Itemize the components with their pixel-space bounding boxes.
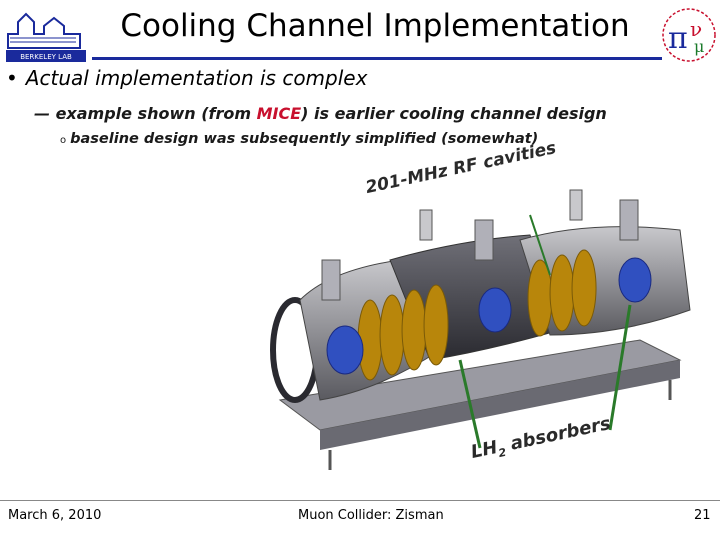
slide-title: Cooling Channel Implementation	[95, 6, 655, 46]
berkeley-lab-logo: BERKELEY LAB	[4, 4, 88, 66]
bullet-2: — example shown (from MICE) is earlier c…	[34, 104, 607, 123]
cooling-channel-render	[240, 150, 710, 490]
bullet-3: o baseline design was subsequently simpli…	[60, 131, 538, 147]
title-rule	[92, 57, 662, 60]
dash-marker: —	[34, 104, 56, 123]
svg-text:μ: μ	[694, 37, 704, 56]
circle-marker: o	[60, 135, 66, 146]
logo-text: BERKELEY LAB	[20, 53, 72, 61]
muon-collaboration-logo: π ν μ	[660, 2, 718, 68]
footer-date: March 6, 2010	[8, 508, 101, 523]
lh-text: LH	[469, 437, 499, 463]
bullet-1-text: Actual implementation is complex	[26, 66, 368, 90]
bullet-1: • Actual implementation is complex	[6, 66, 367, 90]
mice-link-text: MICE	[257, 104, 302, 123]
bullet-2-pre: example shown (from	[56, 104, 257, 123]
footer-center: Muon Collider: Zisman	[298, 508, 444, 523]
bullet-2-post: ) is earlier cooling channel design	[301, 104, 607, 123]
page-number: 21	[694, 508, 711, 523]
svg-text:π: π	[668, 21, 688, 56]
bullet-3-text: baseline design was subsequently simplif…	[70, 131, 538, 147]
footer-rule	[0, 500, 720, 501]
bullet-dot: •	[6, 66, 18, 90]
